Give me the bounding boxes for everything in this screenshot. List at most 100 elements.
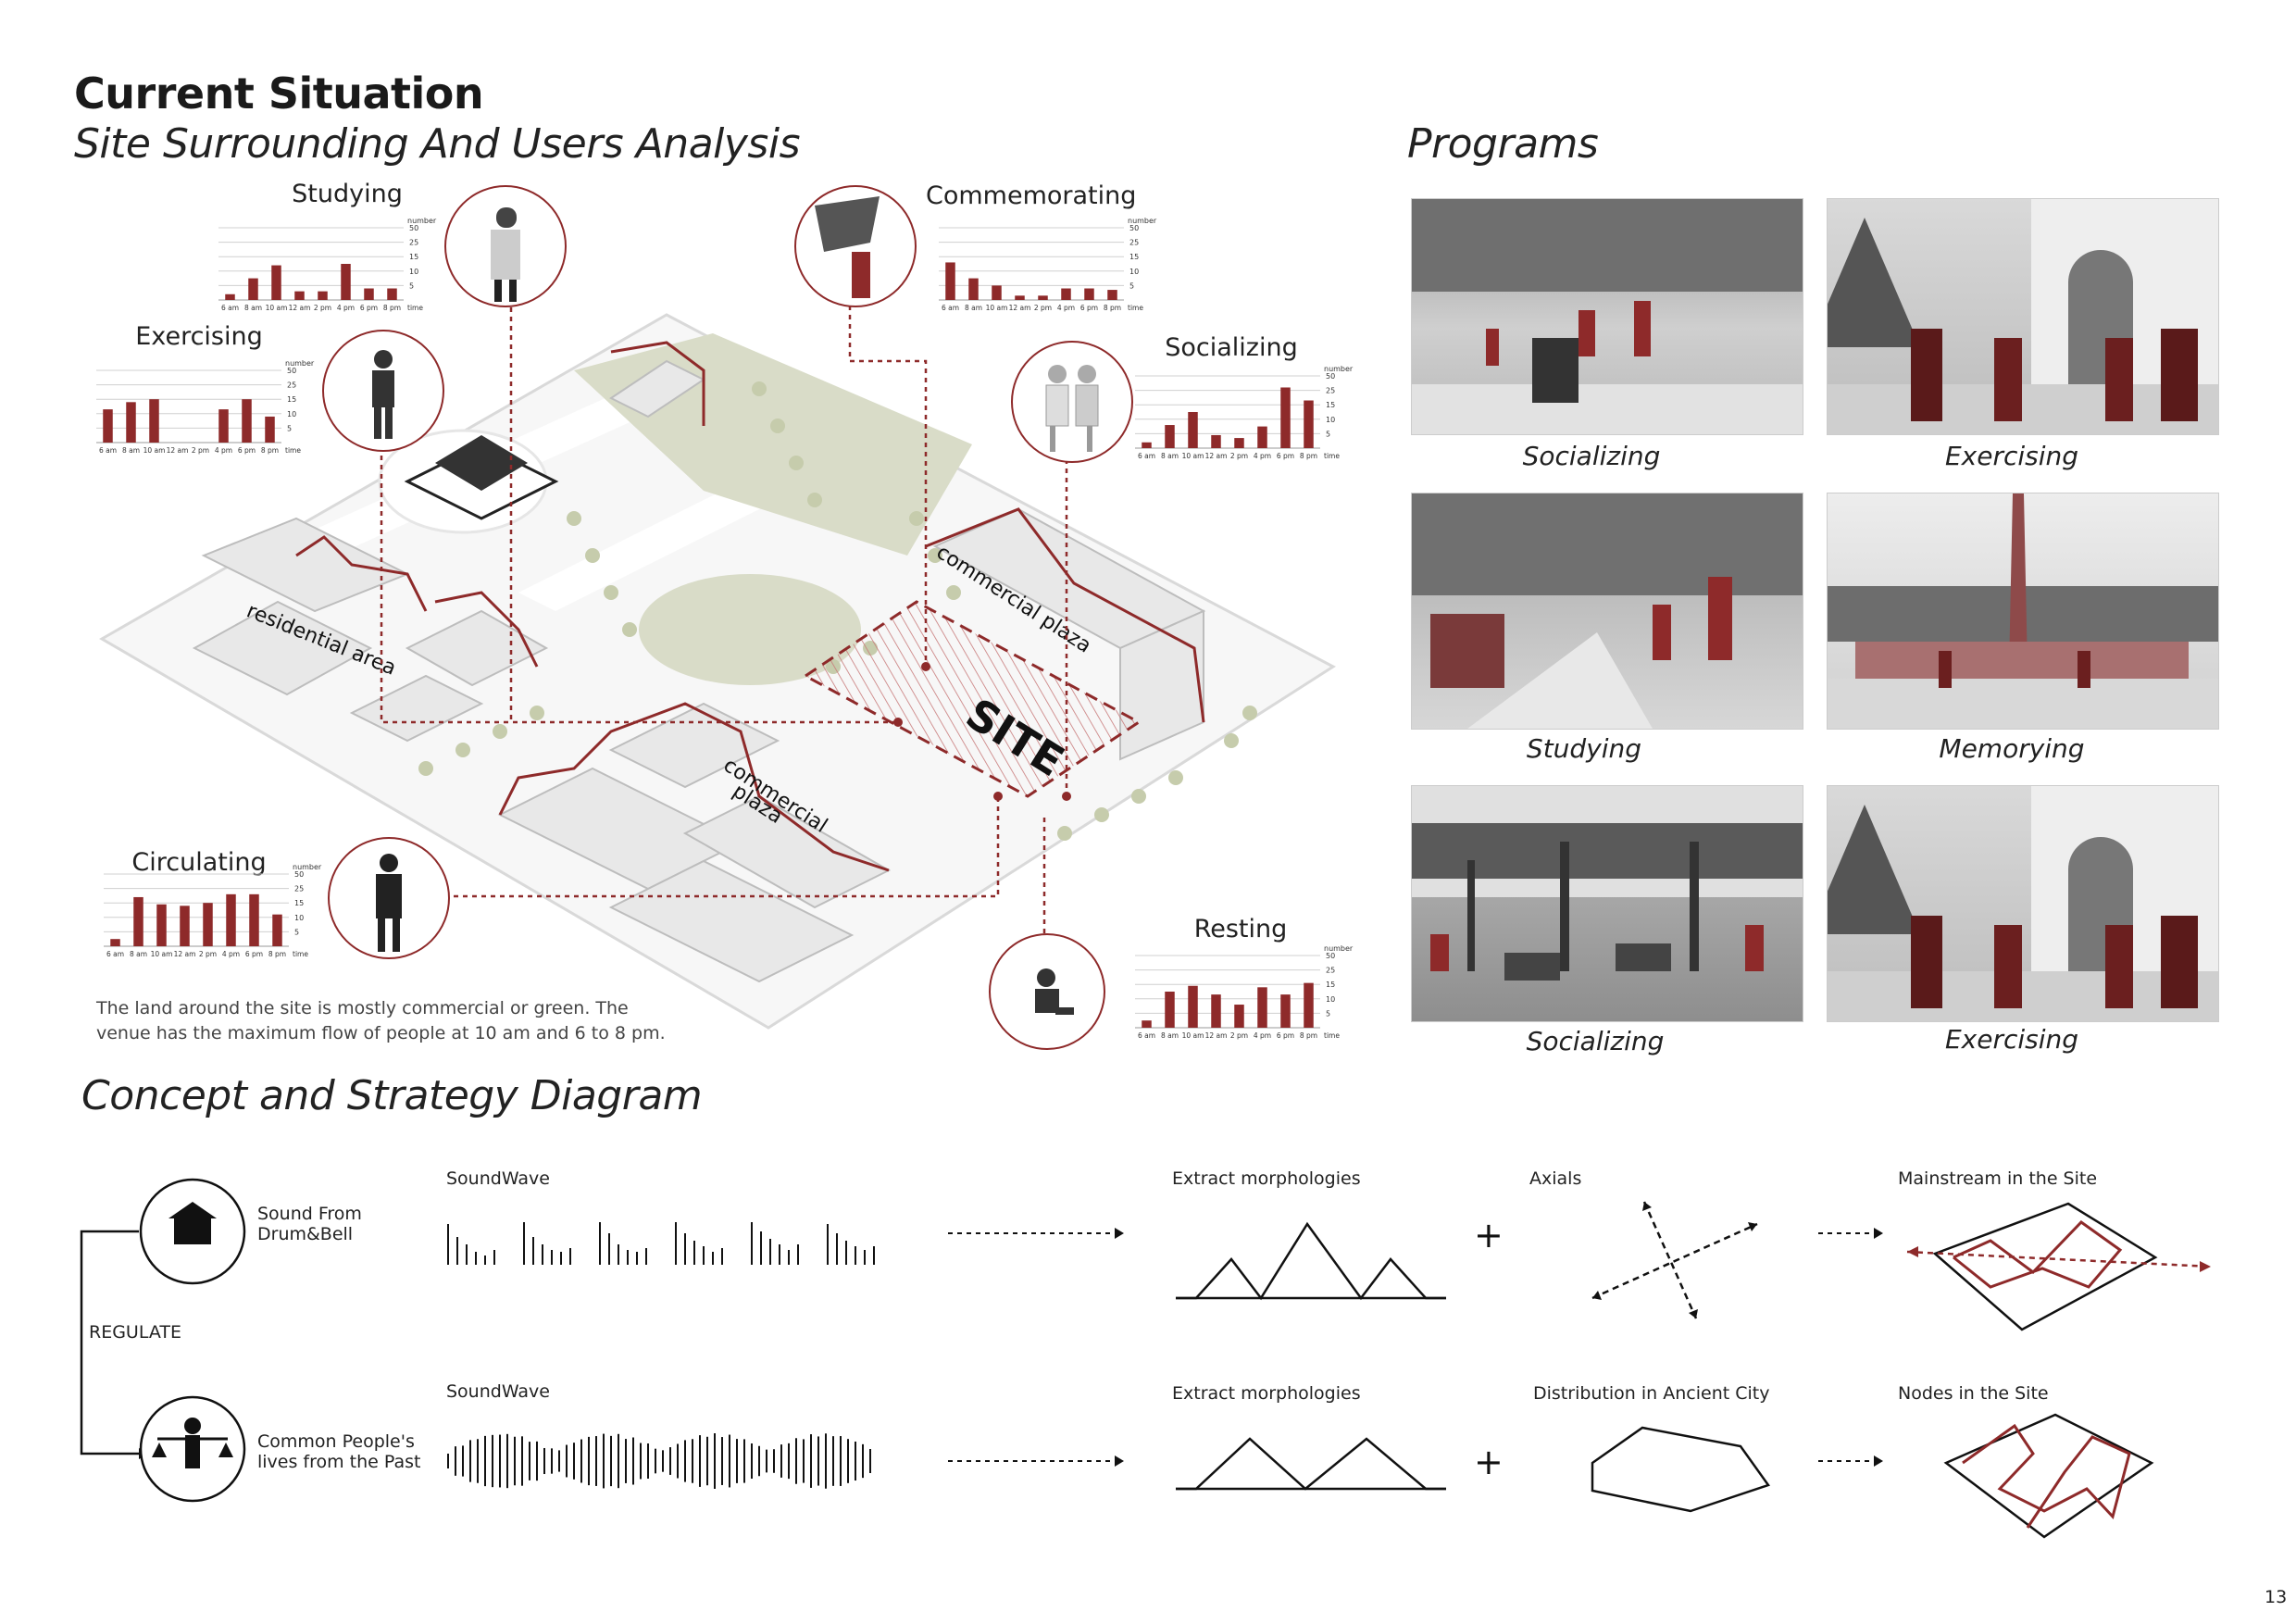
bar	[945, 262, 955, 300]
row1-source-line-1: Sound From	[257, 1204, 362, 1224]
bar	[968, 278, 979, 300]
plus-sign-1: +	[1474, 1215, 1504, 1255]
x-tick-label: 10 am	[151, 950, 173, 958]
bar	[248, 278, 258, 300]
x-tick-label: 12 am	[167, 446, 189, 455]
y-tick-label: 15	[294, 899, 304, 907]
y-tick-label: 5	[409, 281, 414, 290]
program-caption-1: Socializing	[1522, 441, 1661, 471]
bar	[1234, 1005, 1244, 1028]
x-tick-label: 8 pm	[268, 950, 286, 958]
connector-lines	[380, 287, 1068, 933]
row1-extract-label: Extract morphologies	[1172, 1168, 1361, 1189]
bar	[180, 906, 190, 946]
chart-title-circulating: Circulating	[131, 848, 267, 877]
x-tick-label: 4 pm	[1254, 452, 1271, 460]
y-tick-label: 50	[1326, 372, 1335, 381]
y-tick-label: 10	[1326, 995, 1335, 1004]
y-tick-label: 25	[294, 885, 304, 893]
y-axis-label: number	[407, 217, 437, 225]
y-tick-label: 5	[287, 424, 292, 432]
y-tick-label: 10	[1129, 268, 1139, 276]
x-tick-label: 8 am	[244, 304, 262, 312]
y-tick-label: 10	[409, 268, 418, 276]
bar	[110, 939, 120, 946]
x-axis-label: time	[1324, 452, 1340, 460]
row2-extract-label: Extract morphologies	[1172, 1383, 1361, 1404]
program-caption-3: Studying	[1526, 733, 1642, 764]
x-tick-label: 12 am	[289, 304, 311, 312]
row1-soundwave-label: SoundWave	[446, 1168, 550, 1189]
x-tick-label: 8 pm	[1104, 304, 1121, 312]
x-tick-label: 12 am	[1009, 304, 1031, 312]
y-tick-label: 15	[287, 395, 296, 404]
row1-source-line-2: Drum&Bell	[257, 1224, 354, 1244]
connector-dots	[893, 662, 1071, 801]
bar	[156, 904, 167, 946]
chart-title-resting: Resting	[1193, 915, 1288, 943]
bar	[1142, 442, 1152, 448]
x-tick-label: 8 pm	[261, 446, 279, 455]
site-note-line-2: venue has the maximum flow of people at …	[96, 1023, 666, 1043]
row2-source-line-1: Common People's	[257, 1431, 415, 1452]
x-tick-label: 8 am	[1161, 1031, 1179, 1040]
x-axis-label: time	[407, 304, 423, 312]
bar	[226, 893, 236, 946]
chart-title-exercising: Exercising	[135, 322, 263, 351]
bar	[1061, 288, 1071, 300]
y-tick-label: 10	[287, 410, 296, 418]
site-note: The land around the site is mostly comme…	[96, 996, 666, 1046]
bar	[1165, 992, 1175, 1028]
x-tick-label: 10 am	[144, 446, 166, 455]
soundwave-1	[447, 1222, 875, 1265]
bar	[387, 288, 397, 300]
y-tick-label: 10	[294, 914, 304, 922]
bar	[249, 893, 259, 946]
resting-person-photo	[989, 933, 1105, 1050]
x-tick-label: 6 pm	[245, 950, 263, 958]
bar	[1084, 288, 1094, 300]
ancient-city-shape	[1591, 1426, 1771, 1513]
x-tick-label: 12 am	[1205, 1031, 1228, 1040]
x-tick-label: 8 pm	[1300, 452, 1317, 460]
x-axis-label: time	[1324, 1031, 1340, 1040]
regulate-bracket	[80, 1230, 139, 1455]
x-tick-label: 2 pm	[199, 950, 217, 958]
bar	[1211, 994, 1221, 1028]
site-note-line-1: The land around the site is mostly comme…	[96, 998, 629, 1018]
x-tick-label: 12 am	[174, 950, 196, 958]
concept-title: Concept and Strategy Diagram	[81, 1072, 703, 1119]
x-tick-label: 8 am	[1161, 452, 1179, 460]
y-tick-label: 5	[1326, 430, 1330, 438]
bar	[1015, 295, 1025, 300]
x-tick-label: 6 pm	[1080, 304, 1098, 312]
bar	[1304, 982, 1314, 1028]
y-axis-label: number	[293, 863, 322, 871]
bar	[1234, 438, 1244, 448]
x-tick-label: 6 am	[1138, 452, 1155, 460]
y-tick-label: 50	[1129, 224, 1139, 232]
bar	[1188, 412, 1198, 448]
y-tick-label: 25	[409, 239, 418, 247]
bar	[133, 896, 144, 946]
x-tick-label: 6 pm	[1277, 1031, 1294, 1040]
y-tick-label: 15	[409, 253, 418, 261]
nodes-diagram	[1943, 1413, 2154, 1539]
program-caption-6: Exercising	[1944, 1024, 2079, 1055]
x-tick-label: 6 am	[1138, 1031, 1155, 1040]
x-tick-label: 6 pm	[360, 304, 378, 312]
x-tick-label: 4 pm	[222, 950, 240, 958]
green-area	[639, 574, 861, 685]
program-caption-5: Socializing	[1526, 1026, 1665, 1056]
row2-distribution-label: Distribution in Ancient City	[1533, 1383, 1770, 1404]
bar	[1211, 434, 1221, 448]
row2-source-label: Common People's lives from the Past	[257, 1431, 421, 1472]
circulating-person-photo	[328, 837, 450, 959]
y-tick-label: 15	[1326, 981, 1335, 989]
y-tick-label: 25	[1326, 387, 1335, 395]
bar	[242, 399, 252, 443]
x-tick-label: 4 pm	[1254, 1031, 1271, 1040]
bar	[992, 285, 1002, 300]
